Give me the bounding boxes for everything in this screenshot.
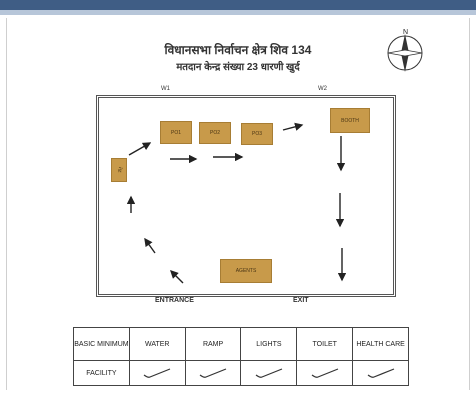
exit-label: EXIT [293, 297, 309, 304]
header-toilet: TOILET [296, 327, 354, 361]
header-basic-minimum: BASIC MINIMUM [73, 327, 130, 361]
entrance-label: ENTRANCE [155, 297, 194, 304]
top-bar [0, 0, 476, 10]
cell-ramp [184, 360, 242, 386]
north-compass-icon: N [387, 29, 423, 72]
row-label-facility: FACILITY [73, 360, 130, 386]
checkmark-icon [367, 368, 394, 378]
po1-box: PO1 [160, 121, 192, 144]
po2-box: PO2 [199, 122, 231, 144]
page-title: विधानसभा निर्वाचन क्षेत्र शिव 134 [164, 43, 312, 57]
gate-box: गेट [111, 158, 127, 182]
page-subtitle: मतदान केन्द्र संख्या 23 धारणी खुर्द [176, 62, 300, 73]
cell-lights [240, 360, 298, 386]
header-ramp: RAMP [184, 327, 242, 361]
cell-toilet [296, 360, 354, 386]
top-bar-shade [0, 10, 476, 15]
header-health-care: HEALTH CARE [352, 327, 409, 361]
agents-box: AGENTS [220, 259, 272, 283]
cell-health-care [352, 360, 409, 386]
polling-room-outline [96, 95, 396, 297]
checkmark-icon [311, 368, 338, 378]
facility-table-header-row: BASIC MINIMUM WATER RAMP LIGHTS TOILET H… [73, 327, 409, 361]
booth-box: BOOTH [330, 108, 370, 133]
header-lights: LIGHTS [240, 327, 298, 361]
checkmark-icon [143, 368, 171, 378]
facility-table: BASIC MINIMUM WATER RAMP LIGHTS TOILET H… [73, 327, 409, 386]
cell-water [128, 360, 186, 386]
door-label-w1: W1 [161, 86, 170, 92]
north-label: N [403, 29, 408, 36]
checkmark-icon [255, 368, 283, 378]
checkmark-icon [199, 368, 227, 378]
header-water: WATER [128, 327, 186, 361]
po3-box: PO3 [241, 123, 273, 145]
door-label-w2: W2 [318, 86, 327, 92]
facility-table-row: FACILITY [73, 360, 409, 386]
